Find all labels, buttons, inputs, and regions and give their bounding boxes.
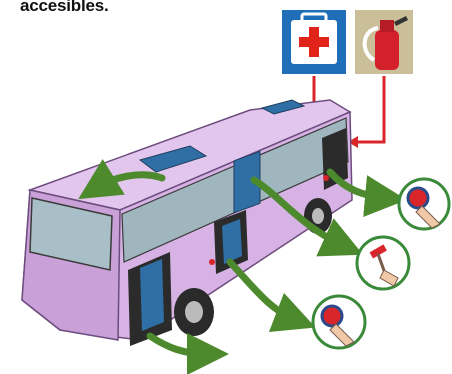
arrow-front-door [150, 336, 208, 354]
fire-extinguisher-icon [355, 10, 413, 74]
emergency-button-badge-bottom [313, 296, 365, 348]
first-aid-kit-icon [282, 10, 346, 74]
hammer-badge [357, 237, 409, 289]
arrow-side-middle [230, 262, 296, 320]
extinguisher-pointer-line [348, 76, 384, 148]
emergency-button-badge-top [399, 179, 449, 229]
